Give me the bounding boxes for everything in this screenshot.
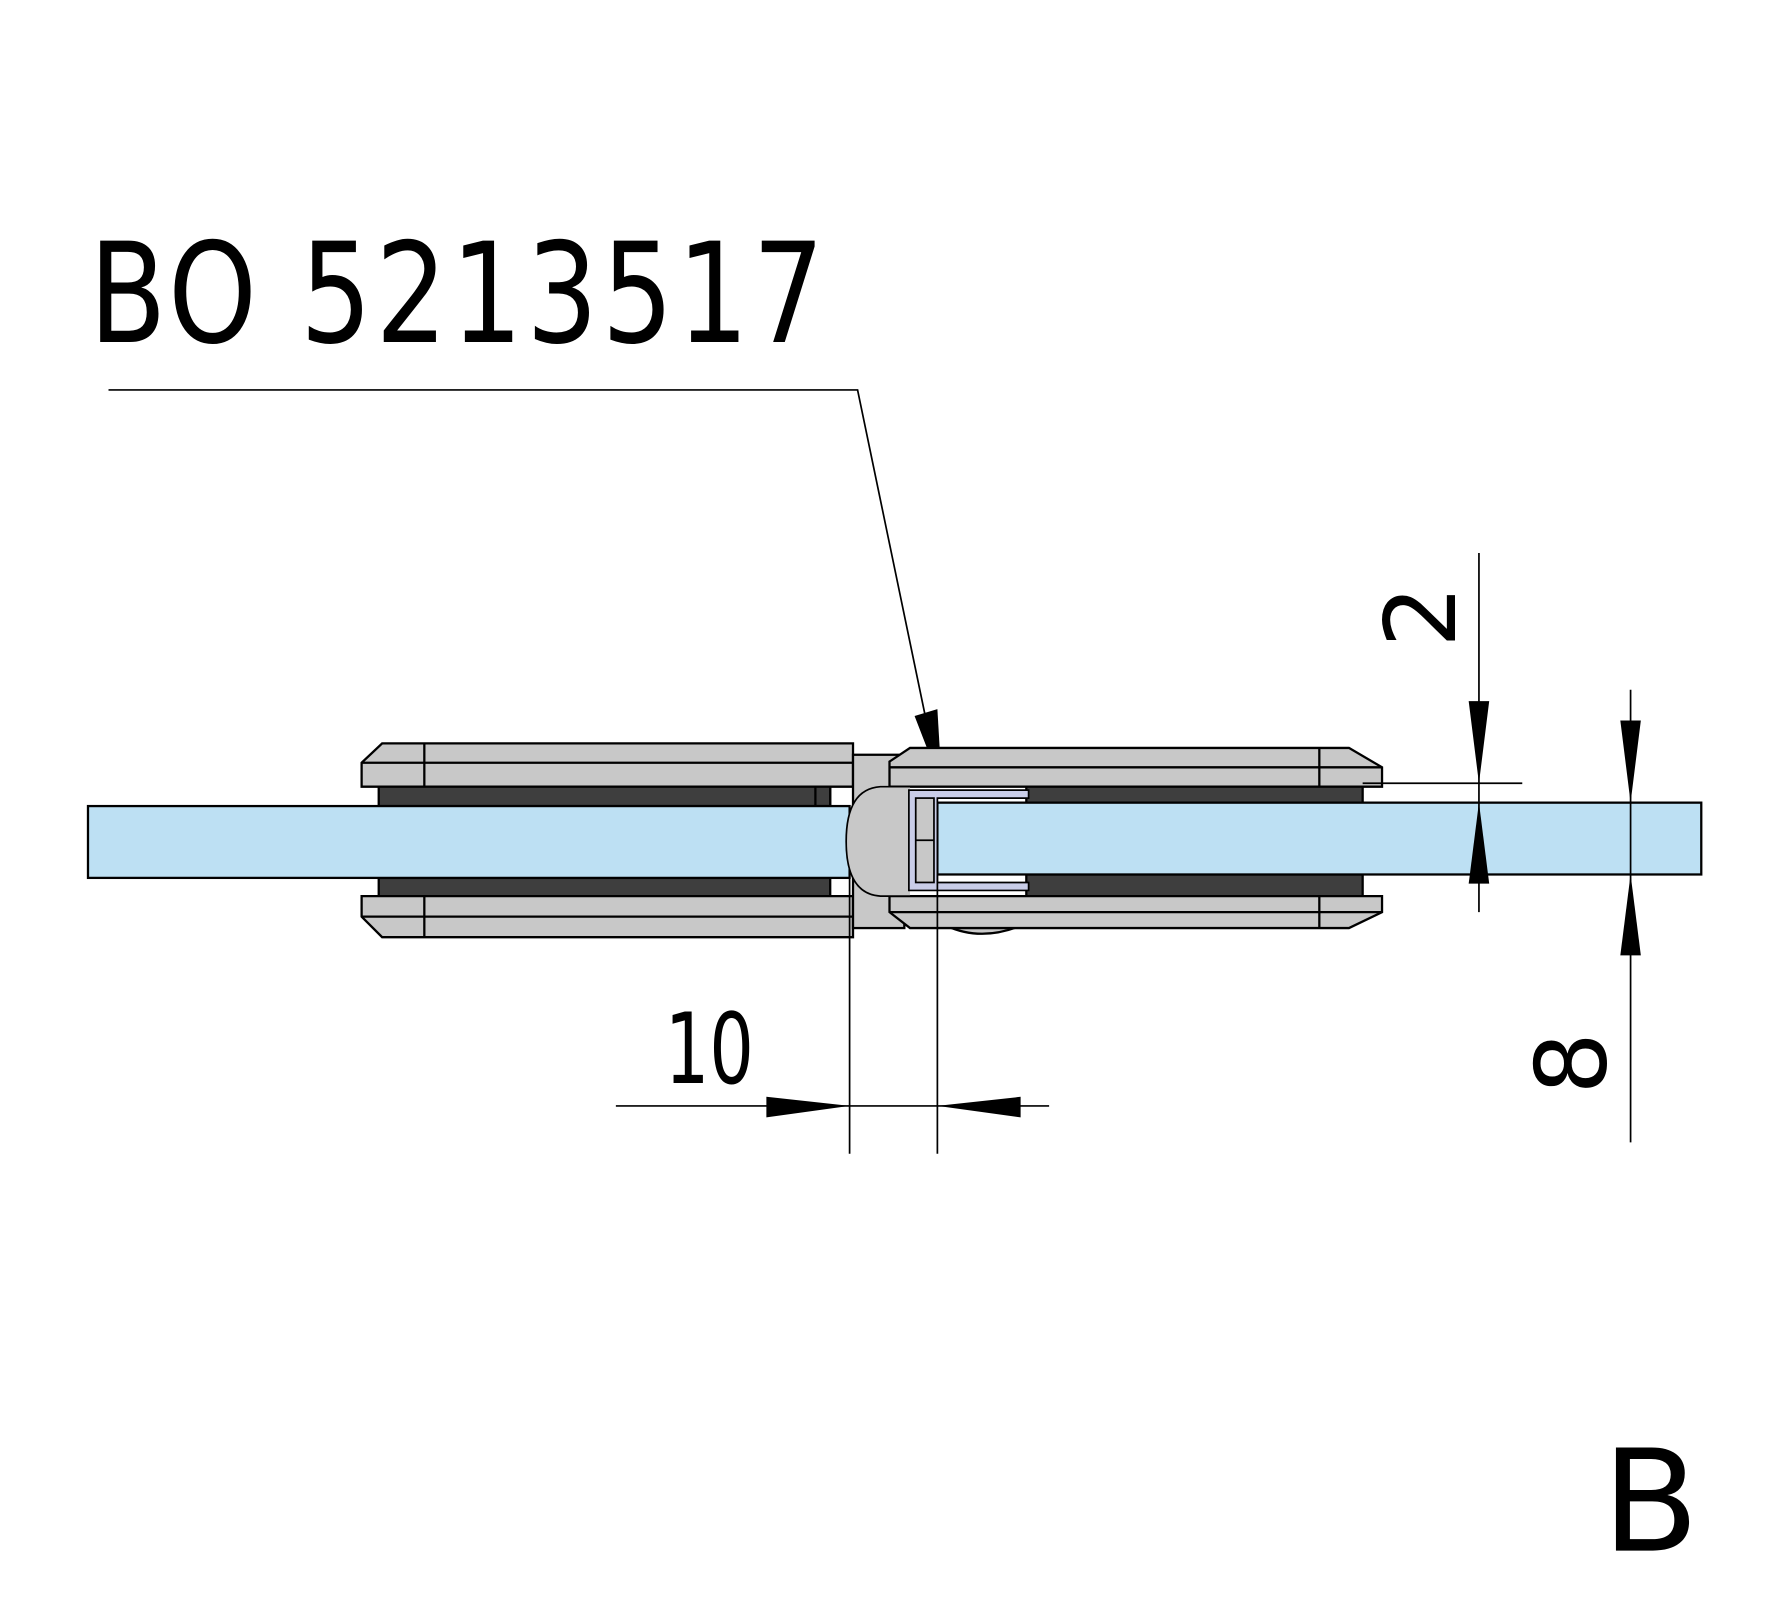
glass-pane-left bbox=[86, 804, 851, 880]
dimension-glass-thickness-label: 8 bbox=[1516, 1032, 1630, 1094]
dimension-glass-thickness: 8 bbox=[1516, 689, 1641, 1143]
view-label: B bbox=[1602, 1421, 1699, 1585]
dimension-offset-label: 2 bbox=[1365, 585, 1479, 647]
left-clamp bbox=[360, 742, 855, 939]
dimension-gap-label: 10 bbox=[665, 993, 754, 1107]
dimension-gap: 10 bbox=[615, 874, 1050, 1154]
leader-line bbox=[108, 389, 934, 753]
dimension-offset: 2 bbox=[1362, 552, 1523, 913]
part-label: BO 5213517 bbox=[89, 213, 828, 375]
seal-profile bbox=[845, 785, 1030, 897]
glass-pane-right bbox=[936, 801, 1703, 876]
